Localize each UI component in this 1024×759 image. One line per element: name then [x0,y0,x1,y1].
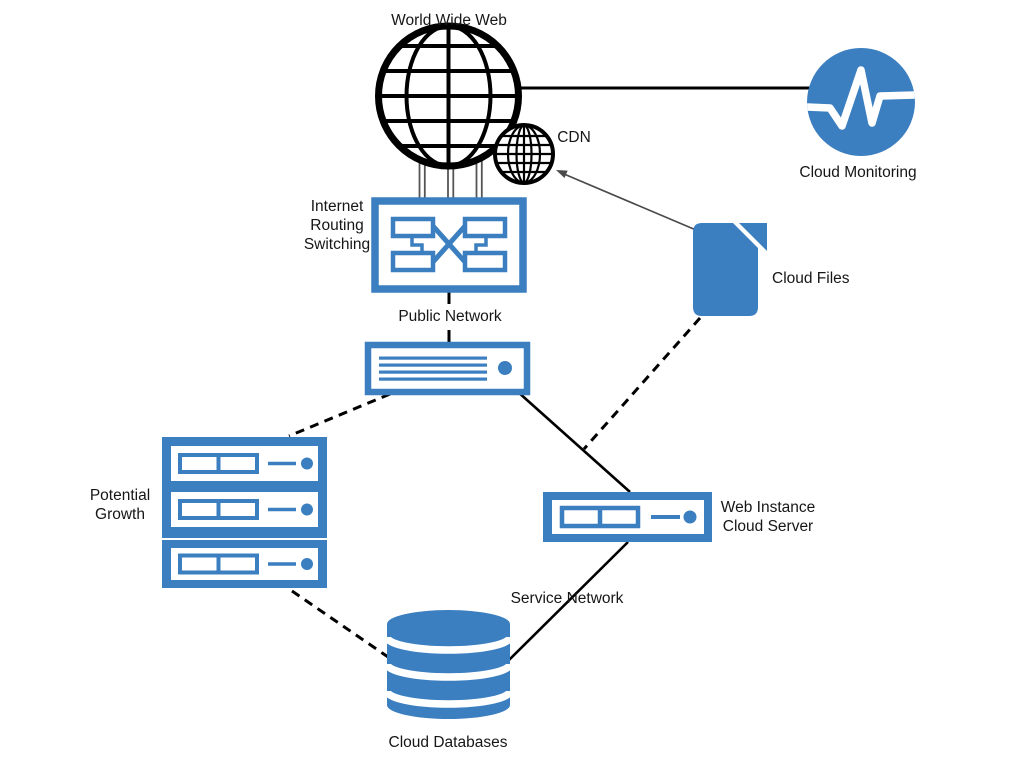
arrowhead-icon [556,170,568,178]
label-line: Routing [310,217,364,234]
label-line: Web Instance [720,499,816,516]
monitor-circle [807,48,915,156]
routing-cross-lines [431,224,467,264]
public-network-switch-icon [364,341,531,396]
edge-webinstance-databases [507,541,629,662]
label-line: Switching [303,236,371,253]
routing-connectors [410,236,488,253]
server-unit-icon [552,500,704,534]
internet-routing-switching-icon [371,197,527,293]
cdn-icon [493,123,555,185]
edge-switch-potentialgrowth-dashed [288,392,391,438]
cloud-monitoring-label: Cloud Monitoring [799,164,917,181]
document-fold-icon [739,223,767,251]
service-network-label: Service Network [510,590,624,607]
cdn-label: CDN [557,129,591,146]
document-file-icon [693,223,758,316]
edge-switch-webinstance [517,391,631,493]
server-unit-icon [171,446,318,481]
potential-growth-servers-icon [162,437,327,588]
web-instance-server-icon [543,492,712,542]
database-cylinder-icon [387,610,510,719]
server-unit-icon [171,548,318,580]
cloud-files-icon [693,223,767,316]
server-unit-icon [171,492,318,527]
cloud-databases-label: Cloud Databases [388,734,508,751]
edge-potentialgrowth-databases-dashed [291,589,392,661]
label-line: Growth [95,506,145,523]
database-gaps [383,636,514,708]
cloud-monitoring-icon [807,48,915,156]
switch-stripes [379,356,487,381]
edge-cloudfiles-cdn-arrow [556,170,697,231]
web-instance-cloud-server-label: Web Instance Cloud Server [721,498,816,536]
cloud-databases-icon [383,610,514,719]
public-network-label: Public Network [398,308,502,325]
world-wide-web-label: World Wide Web [391,12,507,29]
internet-routing-switching-label: Internet Routing Switching [304,197,370,254]
cloud-files-label: Cloud Files [772,270,850,287]
potential-growth-label: Potential Growth [90,486,150,524]
label-line: Cloud Server [722,518,814,535]
pulse-icon [807,66,915,130]
label-line: Potential [89,487,151,504]
label-line: Internet [310,198,364,215]
edge-cloudfiles-junction-dashed [582,317,702,450]
switch-led [498,361,512,375]
